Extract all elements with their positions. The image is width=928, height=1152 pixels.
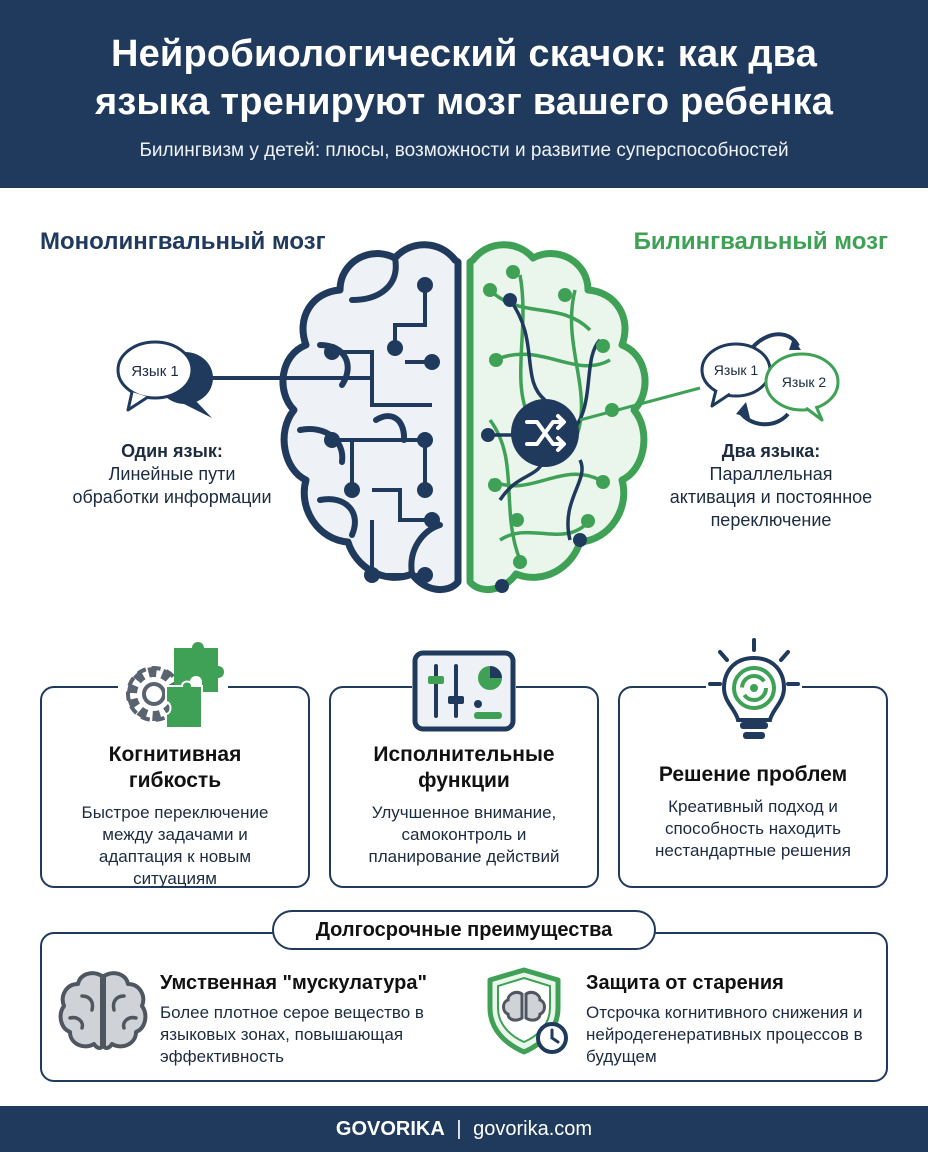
header-banner: Нейробиологический скачок: как два языка…: [0, 0, 928, 188]
footer: GOVORIKA | govorika.com: [0, 1106, 928, 1152]
bi-heading: Два языка:: [721, 441, 821, 461]
mono-description: Один язык: Линейные пути обработки инфор…: [72, 440, 272, 509]
mono-desc: Линейные пути обработки информации: [72, 464, 272, 507]
gear-puzzle-icon: [118, 636, 228, 732]
footer-brand: GOVORIKA: [335, 1118, 445, 1140]
bi-brain-label: Билингвальный мозг: [633, 228, 888, 255]
bi-speech-bubbles-icon: Язык 1 Язык 2: [700, 332, 840, 427]
lightbulb-maze-icon: [706, 636, 802, 744]
benefit-aging-desc: Отсрочка когнитивного снижения и нейроде…: [586, 1003, 863, 1066]
bi-desc: Параллельная активация и постоянное пере…: [669, 464, 873, 530]
card-title: Исполнительные функции: [373, 743, 555, 792]
card-desc: Креативный подход и способность находить…: [655, 797, 851, 860]
brain-illustration: Язык 1 Язык 1 Язык 2: [116, 241, 840, 593]
bi-bubble2-text: Язык 2: [782, 374, 827, 390]
gray-brain-icon: [58, 971, 148, 1050]
card-desc: Улучшенное внимание, самоконтроль и план…: [368, 803, 560, 866]
footer-separator: |: [456, 1118, 462, 1140]
bi-description: Два языка: Параллельная активация и пост…: [666, 440, 876, 532]
mono-hemisphere-icon: [279, 241, 462, 593]
card-desc: Быстрое переключение между задачами и ад…: [81, 803, 269, 888]
mono-heading: Один язык:: [121, 441, 223, 461]
shield-brain-icon: [487, 967, 568, 1055]
bi-hemisphere-icon: [466, 241, 649, 593]
mono-brain-label: Монолингвальный мозг: [40, 228, 326, 255]
page-title-line2: языка тренируют мозг вашего ребенка: [94, 81, 834, 123]
control-panel-icon: [412, 650, 516, 732]
page-title-line1: Нейробиологический скачок: как два: [110, 33, 818, 75]
mono-speech-bubble-icon: Язык 1: [116, 340, 213, 418]
page-subtitle: Билингвизм у детей: плюсы, возможности и…: [139, 140, 789, 161]
benefit-muscle-title: Умственная "мускулатура": [160, 972, 427, 994]
benefit-aging-title: Защита от старения: [586, 972, 784, 994]
card-title: Решение проблем: [658, 763, 848, 786]
card-title: Когнитивная гибкость: [108, 743, 242, 792]
footer-url[interactable]: govorika.com: [473, 1118, 593, 1140]
mono-bubble-text: Язык 1: [131, 363, 179, 380]
long-term-title: Долгосрочные преимущества: [272, 910, 656, 950]
bi-bubble1-text: Язык 1: [714, 362, 759, 378]
benefit-muscle-desc: Более плотное серое вещество в языковых …: [160, 1003, 424, 1066]
